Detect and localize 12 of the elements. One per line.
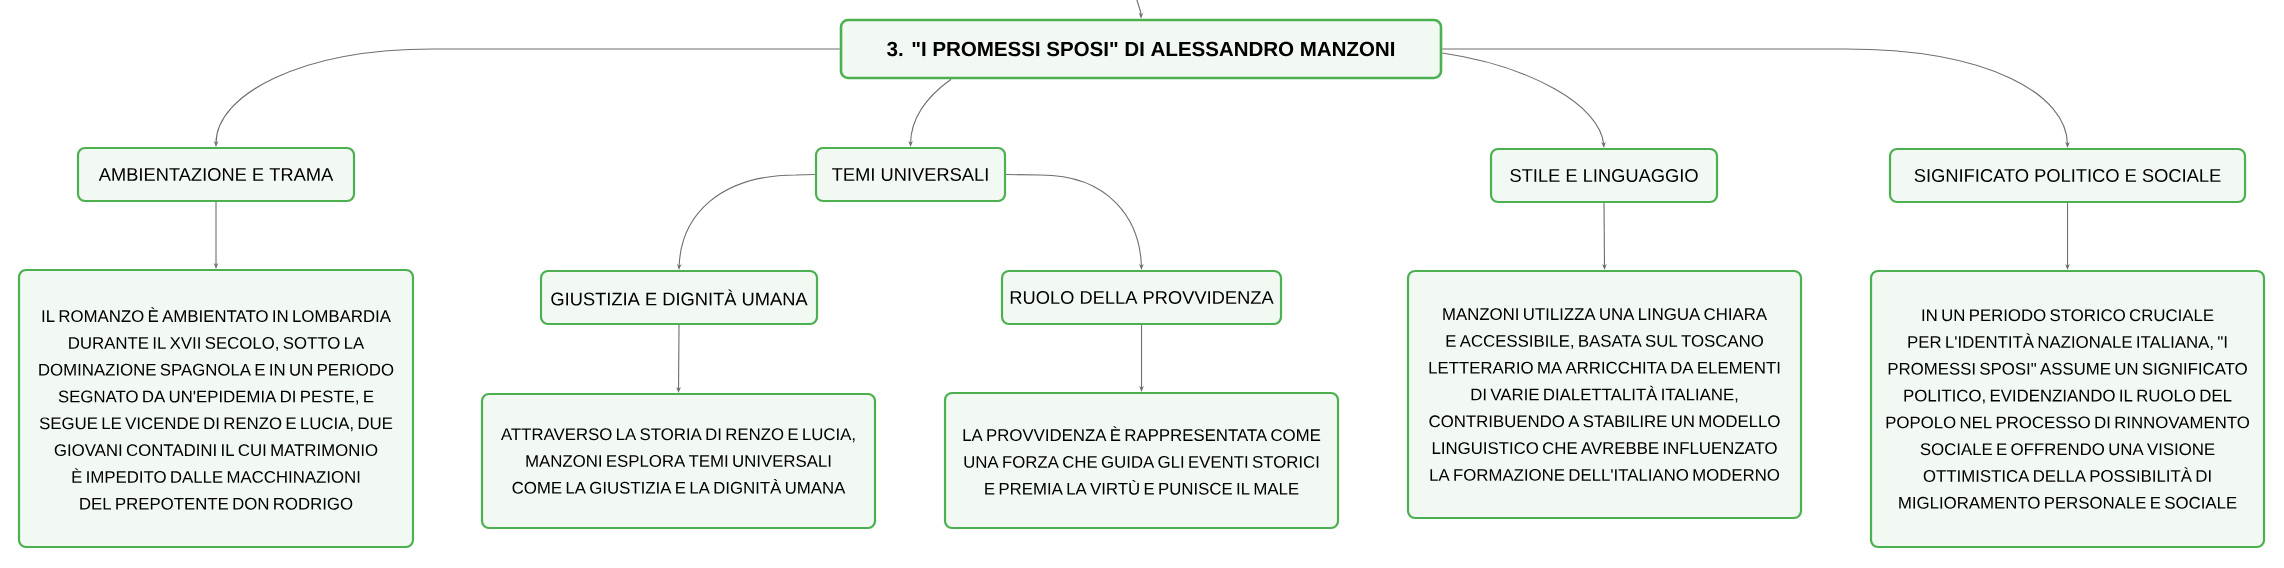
description-box: LA PROVVIDENZA È RAPPRESENTATA COME UNA FORZA CHE GUIDA GLI EVENTI STORICI E PREMIA LA VIRTÙ E PUNISCE IL MALE — [943, 391, 1340, 530]
topic-box: 3. "I PROMESSI SPOSI" DI ALESSANDRO MANZONI — [839, 18, 1443, 80]
description-box: ATTRAVERSO LA STORIA DI RENZO E LUCIA, MANZONI ESPLORA TEMI UNIVERSALI COME LA GIUSTIZIA E LA DIGNITÀ UMANA — [480, 392, 877, 530]
subtopic-box: TEMI UNIVERSALI — [814, 146, 1007, 203]
subtopic-box: RUOLO DELLA PROVVIDENZA — [1000, 269, 1283, 326]
description-box: MANZONI UTILIZZA UNA LINGUA CHIARA E ACCESSIBILE, BASATA SUL TOSCANO LETTERARIO MA ARRICCHITA DA ELEMENTI DI VARIE DIALETTALITÀ ITALIANE, CONTRIBUENDO A STABILIRE UN MODELLO LINGUISTICO CHE AVREBBE INFLUENZATO LA FORMAZIONE DELL'ITALIANO MODERNO — [1406, 269, 1803, 520]
subtopic-box: SIGNIFICATO POLITICO E SOCIALE — [1888, 147, 2247, 204]
subtopic-box: STILE E LINGUAGGIO — [1489, 147, 1719, 204]
subtopic-box: GIUSTIZIA E DIGNITÀ UMANA — [539, 269, 819, 326]
description-box: IL ROMANZO È AMBIENTATO IN LOMBARDIA DURANTE IL XVII SECOLO, SOTTO LA DOMINAZIONE SPAGNOLA E IN UN PERIODO SEGNATO DA UN'EPIDEMIA DI PESTE, E SEGUE LE VICENDE DI RENZO E LUCIA, DUE GIOVANI CONTADINI IL CUI MATRIMONIO È IMPEDITO DALLE MACCHINAZIONI DEL PREPOTENTE DON RODRIGO — [17, 268, 415, 549]
subtopic-box: AMBIENTAZIONE E TRAMA — [76, 146, 356, 203]
description-box: IN UN PERIODO STORICO CRUCIALE PER L'IDENTITÀ NAZIONALE ITALIANA, "I PROMESSI SPOSI" ASSUME UN SIGNIFICATO POLITICO, EVIDENZIANDO IL RUOLO DEL POPOLO NEL PROCESSO DI RINNOVAMENTO SOCIALE E OFFRENDO UNA VISIONE OTTIMISTICA DELLA POSSIBILITÀ DI MIGLIORAMENTO PERSONALE E SOCIALE — [1869, 269, 2266, 549]
